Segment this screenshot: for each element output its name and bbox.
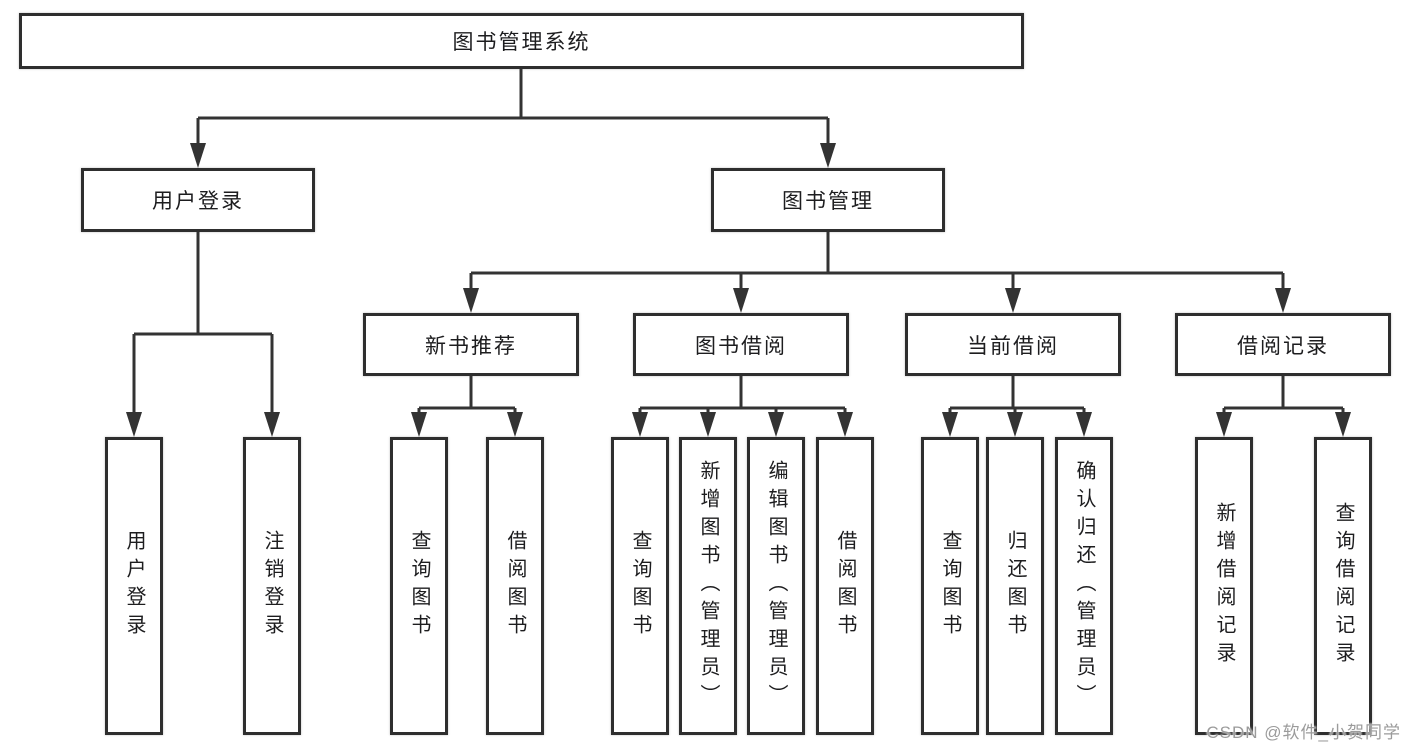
leaf-label: 归还图书 [1004, 530, 1026, 642]
leaf-query-books-current: 查询图书 [921, 437, 979, 735]
leaf-label: 借阅图书 [504, 530, 526, 642]
csdn-watermark: CSDN @软件_小贺同学 [1206, 723, 1401, 742]
leaf-label: 编辑图书（管理员） [765, 460, 787, 712]
node-label: 当前借阅 [967, 334, 1059, 358]
leaf-label: 查询图书 [629, 530, 651, 642]
leaf-query-borrow-record: 查询借阅记录 [1314, 437, 1372, 735]
leaf-user-login: 用户登录 [105, 437, 163, 735]
leaf-label: 确认归还（管理员） [1073, 460, 1095, 712]
node-current-borrowing: 当前借阅 [905, 313, 1121, 376]
leaf-add-borrow-record: 新增借阅记录 [1195, 437, 1253, 735]
leaf-label: 用户登录 [123, 530, 145, 642]
connector-paths [132, 69, 1345, 415]
leaf-return-books: 归还图书 [986, 437, 1044, 735]
leaf-query-books-recommend: 查询图书 [390, 437, 448, 735]
leaf-label: 新增借阅记录 [1213, 502, 1235, 670]
node-label: 图书借阅 [695, 334, 787, 358]
node-book-management: 图书管理 [711, 168, 945, 232]
leaf-label: 新增图书（管理员） [697, 460, 719, 712]
node-book-borrowing: 图书借阅 [633, 313, 849, 376]
leaf-add-books-admin: 新增图书（管理员） [679, 437, 737, 735]
leaf-edit-books-admin: 编辑图书（管理员） [747, 437, 805, 735]
node-label: 图书管理 [782, 190, 874, 213]
node-library-management-system: 图书管理系统 [19, 13, 1024, 69]
leaf-borrow-books: 借阅图书 [816, 437, 874, 735]
leaf-label: 注销登录 [261, 530, 283, 642]
leaf-label: 查询图书 [408, 530, 430, 642]
node-label: 图书管理系统 [452, 31, 591, 54]
node-label: 用户登录 [152, 190, 244, 213]
leaf-label: 查询借阅记录 [1332, 502, 1354, 670]
node-user-login: 用户登录 [81, 168, 315, 232]
leaf-borrow-books-recommend: 借阅图书 [486, 437, 544, 735]
arrowheads [126, 143, 1351, 437]
leaf-logout: 注销登录 [243, 437, 301, 735]
node-label: 借阅记录 [1237, 334, 1329, 358]
leaf-query-books-borrowing: 查询图书 [611, 437, 669, 735]
node-label: 新书推荐 [425, 334, 517, 358]
node-new-book-recommendation: 新书推荐 [363, 313, 579, 376]
node-borrowing-records: 借阅记录 [1175, 313, 1391, 376]
leaf-label: 借阅图书 [834, 530, 856, 642]
leaf-label: 查询图书 [939, 530, 961, 642]
leaf-confirm-return-admin: 确认归还（管理员） [1055, 437, 1113, 735]
